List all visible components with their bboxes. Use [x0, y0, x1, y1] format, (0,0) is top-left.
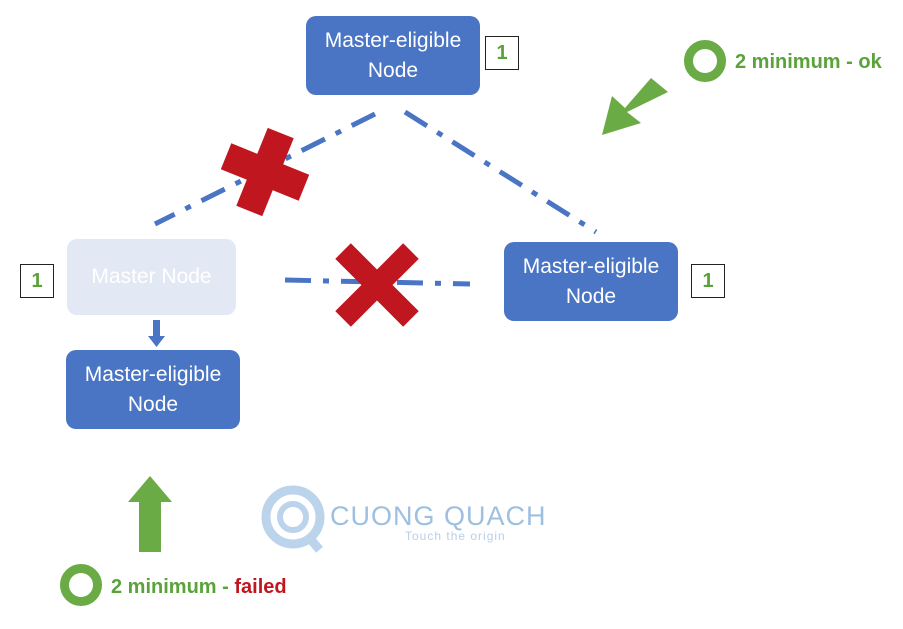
- logo-mark-icon: [261, 485, 325, 553]
- vote-count-top: 1: [485, 36, 519, 70]
- down-arrow-small-icon: [148, 320, 165, 347]
- vote-count-right: 1: [691, 264, 725, 298]
- master-node-label: Master Node: [91, 265, 212, 288]
- node-label-line2: Node: [565, 284, 617, 308]
- status-ok-label: 2 minimum - ok: [735, 51, 882, 73]
- master-eligible-node-bottom-left: Master-eligible Node: [66, 350, 240, 429]
- link-master-to-right: [284, 277, 471, 287]
- x-icon-middle-link: [335, 243, 419, 327]
- vote-count-left: 1: [20, 264, 54, 298]
- master-node: Master Node: [67, 239, 236, 315]
- master-eligible-node-top: Master-eligible Node: [306, 16, 480, 95]
- logo-tagline: Touch the origin: [405, 529, 506, 543]
- node-label-line2: Node: [367, 58, 419, 82]
- status-failed-word: failed: [234, 576, 287, 598]
- status-ring-icon-failed: [60, 564, 102, 606]
- logo-name: CUONG QUACH: [330, 501, 547, 531]
- status-ring-icon-ok: [684, 40, 726, 82]
- diagonal-arrow-icon: [602, 78, 668, 135]
- status-failed-prefix: 2 minimum -: [111, 576, 235, 598]
- up-arrow-icon: [128, 476, 172, 552]
- cross-icon-top-link: [220, 127, 310, 217]
- status-failed-label: 2 minimum - failed: [111, 576, 287, 599]
- node-label-line1: Master-eligible: [84, 362, 222, 386]
- node-label-line1: Master-eligible: [522, 254, 660, 278]
- master-eligible-node-right: Master-eligible Node: [504, 242, 678, 321]
- node-label-line1: Master-eligible: [324, 28, 462, 52]
- node-label-line2: Node: [127, 392, 179, 416]
- link-top-to-right: [403, 109, 598, 235]
